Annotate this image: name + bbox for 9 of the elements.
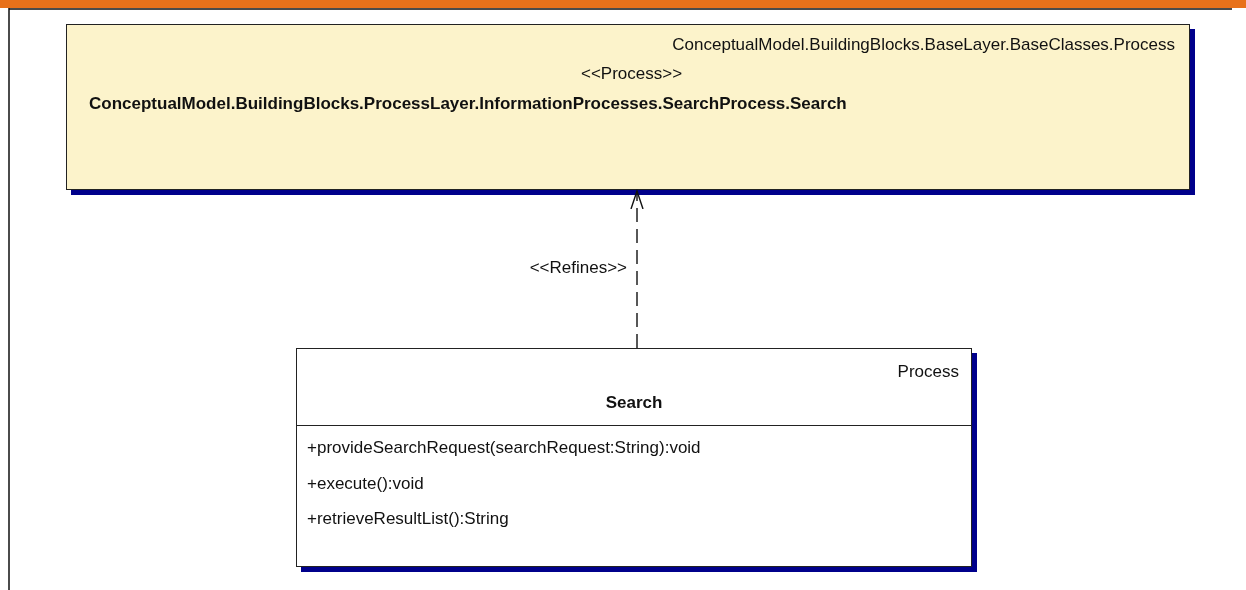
- package-path: ConceptualModel.BuildingBlocks.BaseLayer.BaseClasses.Process: [672, 35, 1175, 55]
- stereotype-label: Process: [897, 362, 959, 382]
- class-name: ConceptualModel.BuildingBlocks.ProcessLayer.InformationProcesses.SearchProcess.Search: [89, 94, 847, 114]
- method-signature: +retrieveResultList():String: [307, 509, 509, 529]
- method-signature: +provideSearchRequest(searchRequest:String):void: [307, 438, 701, 458]
- class-name: Search: [605, 393, 663, 413]
- method-signature: +execute():void: [307, 474, 424, 494]
- stereotype-label: <<Process>>: [581, 64, 683, 84]
- dashed-arrow: [630, 190, 644, 349]
